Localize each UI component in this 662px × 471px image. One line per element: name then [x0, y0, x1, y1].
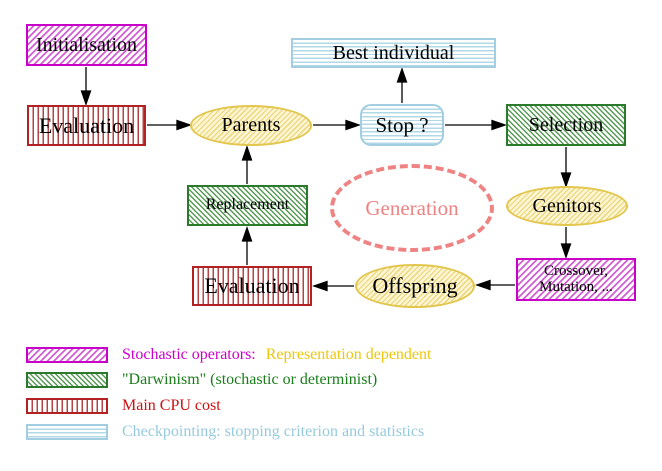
arrow-selection-to-genitors [560, 147, 572, 188]
arrow-parents-to-stop [313, 119, 361, 131]
legend-text-darwinism: "Darwinism" (stochastic or determinist) [122, 371, 378, 388]
arrow-evaluation-to-replacement [241, 226, 253, 265]
node-crossover-mutation: Crossover, Mutation, ... [516, 258, 636, 301]
arrow-stop-to-selection [445, 119, 507, 131]
arrow-crossover-to-offspring [475, 279, 515, 291]
node-genitors-label: Genitors [532, 194, 602, 217]
arrow-evaluation-to-parents [147, 119, 192, 131]
node-crossover-mutation-label: Crossover, Mutation, ... [539, 262, 613, 296]
arrow-replacement-to-parents [241, 145, 253, 184]
generation-label: Generation [365, 195, 459, 220]
node-best-individual-label: Best individual [332, 41, 455, 64]
legend-text-checkpointing: Checkpointing: stopping criterion and st… [122, 423, 425, 440]
legend-label-representation: Representation dependent [265, 346, 432, 363]
node-parents-label: Parents [221, 114, 281, 136]
legend-text-cpu-cost: Main CPU cost [122, 397, 221, 414]
node-best-individual: Best individual [291, 38, 496, 68]
node-genitors: Genitors [506, 186, 628, 226]
generation-loop-ellipse: Generation [330, 164, 494, 252]
node-offspring-label: Offspring [372, 273, 458, 299]
node-replacement: Replacement [187, 185, 308, 226]
arrow-genitors-to-crossover [560, 227, 572, 259]
crossover-line1: Crossover, [544, 262, 608, 279]
arrow-initialisation-to-evaluation [80, 67, 92, 106]
legend-swatch-checkpointing [26, 424, 108, 440]
node-selection-label: Selection [528, 113, 604, 136]
node-evaluation-top: Evaluation [27, 105, 146, 146]
arrow-offspring-to-evaluation [312, 280, 354, 292]
node-parents: Parents [190, 105, 312, 146]
node-initialisation-label: Initialisation [35, 33, 138, 56]
node-initialisation: Initialisation [26, 24, 147, 66]
legend-label-stochastic: Stochastic operators: [122, 346, 256, 363]
legend-swatch-stochastic-operators [26, 347, 108, 363]
node-evaluation-bottom: Evaluation [192, 266, 312, 306]
node-evaluation-bottom-label: Evaluation [204, 273, 300, 299]
node-selection: Selection [506, 104, 626, 146]
node-stop: Stop ? [360, 104, 444, 146]
legend-swatch-darwinism [26, 372, 108, 388]
node-offspring: Offspring [355, 264, 475, 308]
legend-swatch-cpu-cost [26, 398, 108, 414]
arrow-stop-to-best-individual [396, 67, 408, 103]
node-replacement-label: Replacement [205, 196, 290, 214]
mutation-line2: Mutation, ... [539, 278, 613, 295]
node-evaluation-top-label: Evaluation [38, 112, 135, 138]
node-stop-label: Stop ? [375, 112, 429, 137]
legend-text-stochastic-operators: Stochastic operators: Representation depe… [122, 346, 431, 364]
